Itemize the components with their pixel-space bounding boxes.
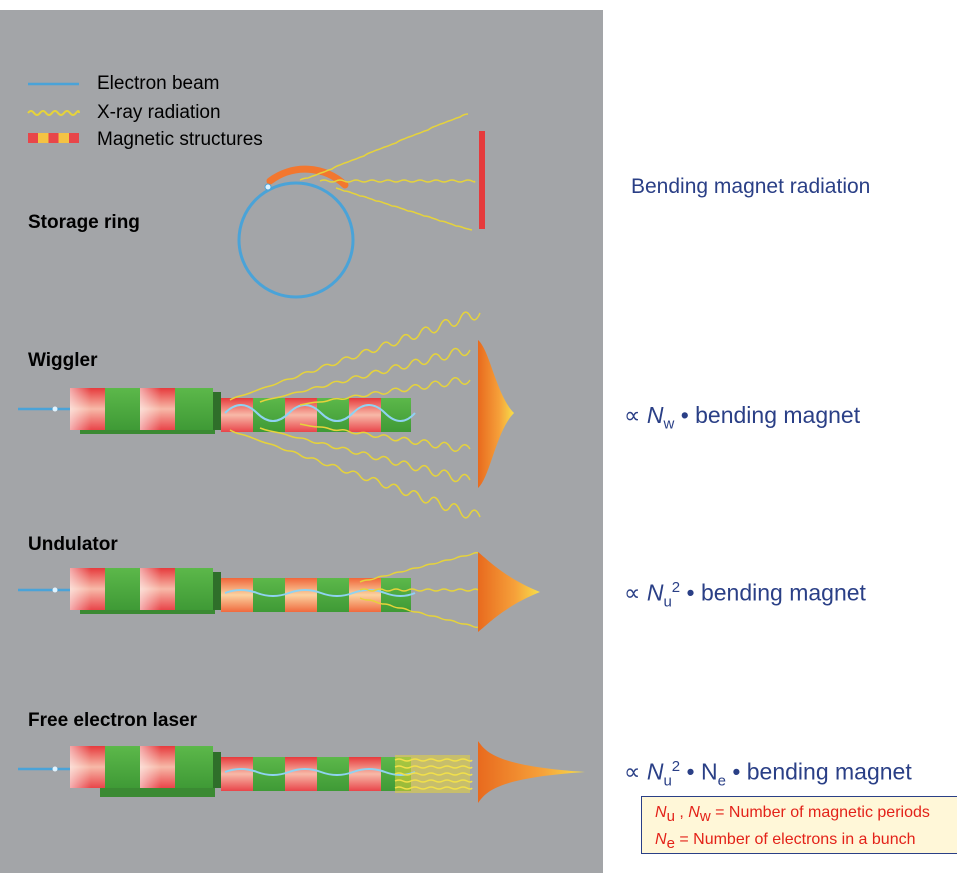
storage-ring-diagram	[237, 113, 485, 299]
note-var-ne: N	[655, 831, 667, 849]
fel-electron-path	[224, 768, 416, 776]
legend-xray-swatch	[27, 110, 80, 116]
undulator-title: Undulator	[28, 534, 118, 555]
fel-diagram	[18, 741, 585, 803]
fel-sub: u	[663, 772, 672, 790]
undulator-xray-beam	[359, 551, 479, 629]
bending-magnet-label: Bending magnet radiation	[631, 175, 871, 198]
note-text-1: = Number of magnetic periods	[710, 804, 930, 821]
bending-magnet-arc	[266, 165, 349, 189]
wiggler-electron	[52, 406, 58, 412]
fel-xray-beam	[394, 758, 473, 790]
undulator-sub: u	[663, 593, 672, 611]
wiggler-lobe	[478, 340, 514, 488]
fel-var: N	[646, 758, 664, 785]
fel-title: Free electron laser	[28, 710, 197, 731]
wiggler-rest: • bending magnet	[680, 402, 861, 428]
wiggler-electron-path	[224, 404, 416, 422]
fel-scaling: ∝ Nu2 • Ne • bending magnet	[624, 758, 912, 789]
wiggler-diagram	[18, 311, 514, 519]
legend-magnet-swatch	[28, 133, 79, 143]
storage-ring	[237, 181, 355, 299]
proportional-symbol: ∝	[624, 402, 641, 428]
bending-xray-fan	[299, 113, 476, 231]
note-sep: ,	[674, 804, 689, 821]
undulator-diagram	[18, 551, 540, 632]
proportional-symbol: ∝	[624, 758, 641, 785]
note-sub-e: e	[666, 835, 675, 853]
fel-rest: • bending magnet	[732, 758, 912, 785]
note-sub-u: u	[666, 808, 675, 826]
undulator-sup: 2	[671, 579, 681, 596]
undulator-scaling: ∝ Nu2 • bending magnet	[624, 579, 866, 610]
definitions-note: Nu , Nw = Number of magnetic periods Ne …	[641, 796, 957, 854]
wiggler-xray-fan	[229, 311, 481, 519]
detector-bar	[479, 131, 485, 229]
proportional-symbol: ∝	[624, 579, 641, 606]
fel-lobe	[478, 741, 585, 803]
legend-electron-beam-label: Electron beam	[97, 73, 220, 94]
undulator-lobe	[478, 552, 540, 632]
note-text-2: = Number of electrons in a bunch	[674, 831, 916, 849]
undulator-rest: • bending magnet	[686, 579, 866, 606]
wiggler-title: Wiggler	[28, 350, 98, 371]
wiggler-sub: w	[663, 415, 675, 433]
fel-sup: 2	[671, 758, 681, 775]
note-sub-w: w	[699, 808, 711, 826]
electron-point	[264, 183, 272, 191]
legend-magnetic-label: Magnetic structures	[97, 129, 263, 150]
wiggler-scaling: ∝ Nw • bending magnet	[624, 402, 860, 433]
legend-xray-label: X-ray radiation	[97, 102, 221, 123]
note-var-nw: N	[688, 804, 700, 821]
legend	[27, 82, 80, 143]
note-var-nu: N	[655, 804, 667, 821]
diagram-panel	[0, 10, 603, 873]
undulator-electron-path	[224, 589, 416, 597]
fel-sub2: e	[717, 772, 726, 790]
note-line-2: Ne = Number of electrons in a bunch	[655, 828, 957, 853]
undulator-var: N	[646, 579, 664, 606]
storage-ring-title: Storage ring	[28, 212, 140, 233]
wiggler-var: N	[646, 402, 664, 428]
fel-mid: • N	[686, 758, 718, 785]
note-line-1: Nu , Nw = Number of magnetic periods	[655, 801, 957, 828]
